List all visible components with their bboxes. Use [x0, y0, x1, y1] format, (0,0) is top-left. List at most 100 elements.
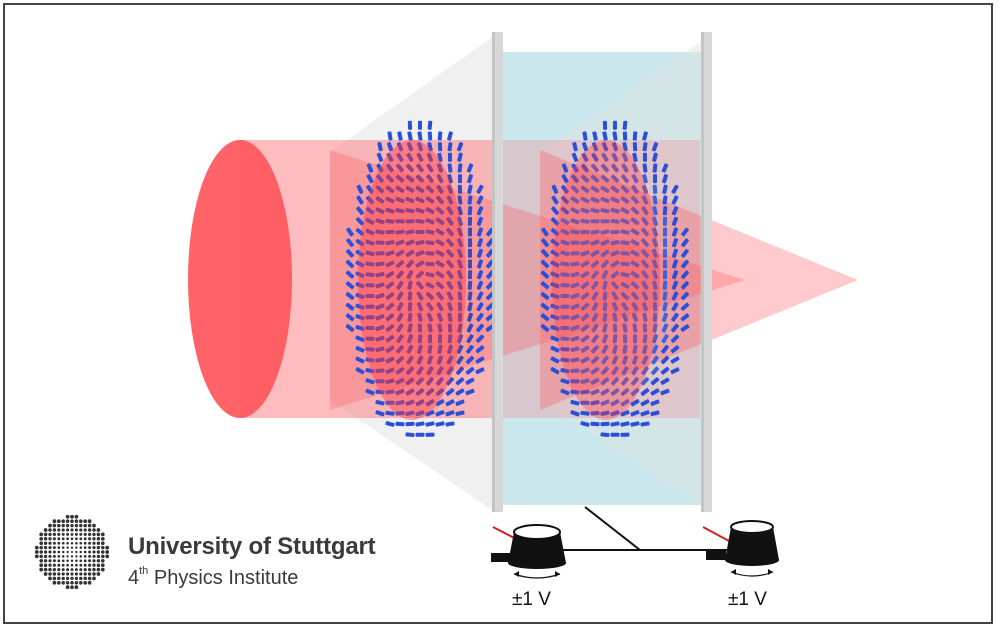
logo-dot [74, 585, 79, 590]
nanostructure [661, 344, 669, 354]
nanostructure [560, 378, 570, 385]
nanostructure [600, 219, 610, 224]
nanostructure [640, 377, 650, 386]
nanostructure [415, 239, 425, 246]
logo-dot [48, 567, 52, 572]
nanostructure [385, 400, 395, 405]
nanostructure [551, 206, 559, 216]
nanostructure [620, 185, 630, 194]
nanostructure [580, 400, 590, 405]
nanostructure [395, 196, 405, 204]
logo-dot [83, 546, 87, 549]
logo-dot [48, 559, 52, 563]
nanostructure [396, 323, 404, 333]
nanostructure [467, 291, 473, 301]
nanostructure [457, 323, 463, 333]
nanostructure [610, 388, 620, 396]
nanostructure [457, 312, 463, 322]
logo-dot [52, 537, 56, 541]
nanostructure [670, 334, 680, 343]
nanostructure [436, 184, 444, 194]
logo-dot [57, 568, 61, 572]
nanostructure [426, 302, 434, 312]
nanostructure [436, 312, 444, 322]
logo-dot [70, 563, 74, 567]
nanostructure [455, 410, 465, 417]
nanostructure [405, 249, 415, 258]
logo-dot [100, 558, 105, 563]
nanostructure [427, 344, 433, 354]
logo-dot [83, 523, 87, 528]
nanostructure [376, 174, 385, 184]
nanostructure [640, 238, 650, 247]
nanostructure [570, 357, 580, 363]
logo-dot [57, 559, 61, 563]
nanostructure [385, 292, 395, 300]
nanostructure [622, 120, 628, 130]
nanostructure [416, 163, 424, 173]
logo-dot [92, 567, 96, 572]
nanostructure [425, 387, 435, 397]
logo-dot [70, 576, 74, 581]
nanostructure [447, 312, 453, 322]
nanostructure [570, 218, 580, 225]
logo-dot [52, 550, 56, 554]
nanostructure [610, 250, 620, 257]
nanostructure [445, 249, 455, 258]
nanostructure [540, 292, 550, 300]
nanostructure [651, 259, 659, 269]
nanostructure [425, 399, 435, 407]
nanostructure [620, 240, 630, 246]
nanostructure [435, 281, 445, 290]
nanostructure [425, 291, 435, 301]
nanostructure [680, 313, 690, 322]
nanostructure [610, 432, 620, 437]
nanostructure [641, 216, 649, 226]
nanostructure [570, 324, 580, 332]
right-voltage-knob[interactable] [706, 520, 779, 577]
logo-dot [83, 528, 87, 532]
logo-dot [61, 555, 65, 558]
nanostructure [622, 344, 628, 354]
nanostructure [415, 270, 425, 279]
logo-dot [92, 532, 96, 537]
nanostructure [680, 291, 690, 301]
logo-dot [48, 537, 52, 541]
nanostructure [375, 324, 385, 332]
nanostructure [446, 206, 454, 216]
nanostructure [570, 399, 580, 406]
nanostructure [680, 281, 690, 290]
nanostructure [620, 271, 630, 278]
nanostructure [671, 259, 679, 269]
nanostructure [425, 376, 434, 386]
logo-dot [79, 523, 83, 528]
logo-dot [96, 528, 101, 532]
nanostructure [560, 283, 570, 288]
nanostructure [681, 248, 689, 258]
logo-dot [70, 568, 74, 572]
nanostructure [385, 421, 395, 427]
nanostructure [641, 206, 649, 216]
logo-dot [74, 568, 78, 572]
logo-dot [66, 550, 69, 554]
nanostructure [426, 312, 434, 322]
institution-name: University of Stuttgart [128, 533, 376, 560]
nanostructure [641, 270, 649, 280]
nanostructure [600, 229, 610, 235]
logo-dot [70, 559, 74, 563]
logo-dot [57, 532, 61, 536]
left-voltage-knob[interactable] [491, 524, 566, 579]
nanostructure [405, 208, 415, 214]
logo-dot [43, 572, 48, 576]
nanostructure [405, 410, 415, 416]
nanostructure [365, 239, 375, 246]
logo-dot [43, 537, 48, 541]
nanostructure [652, 152, 658, 162]
nanostructure [406, 355, 414, 365]
nanostructure [365, 293, 375, 299]
nanostructure [466, 163, 474, 173]
nanostructure [570, 282, 580, 289]
nanostructure [661, 163, 669, 173]
nanostructure [590, 163, 600, 173]
logo-dot [75, 550, 78, 554]
